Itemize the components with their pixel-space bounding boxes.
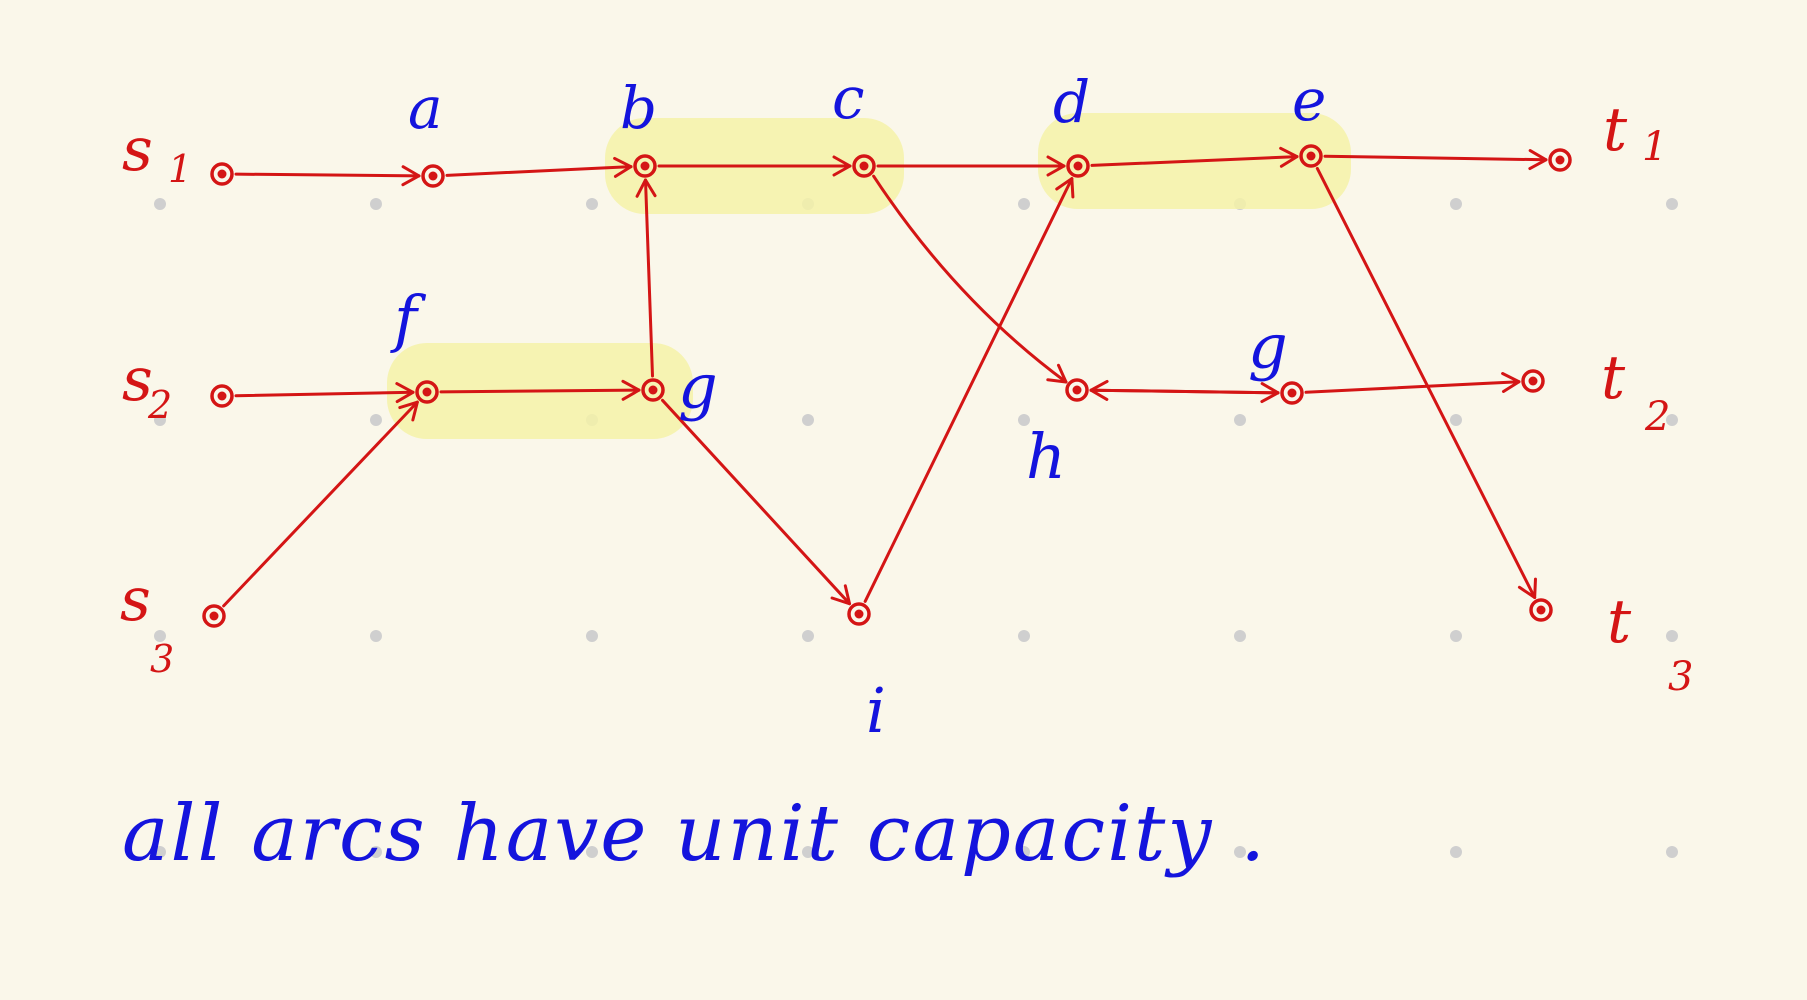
edge-layer <box>222 146 1548 608</box>
dot-grid <box>154 198 1678 858</box>
caption-text: all arcs have unit capacity . <box>122 789 1267 879</box>
source-subscript-s3: 3 <box>150 637 174 681</box>
edge-g2-h <box>1089 379 1280 401</box>
node-g2 <box>1280 381 1304 405</box>
node-label-d: d <box>1053 68 1090 136</box>
node-g1 <box>641 378 665 402</box>
node-d <box>1066 154 1090 178</box>
grid-dot <box>1234 414 1246 426</box>
node-s1 <box>210 162 234 186</box>
node-s2 <box>210 384 234 408</box>
node-layer <box>202 144 1572 628</box>
node-label-b: b <box>620 74 657 142</box>
edge-e-t1 <box>1323 149 1548 171</box>
node-b <box>633 154 657 178</box>
edge-i-d <box>863 177 1075 603</box>
node-c <box>852 154 876 178</box>
node-f <box>415 380 439 404</box>
node-t2 <box>1521 369 1545 393</box>
grid-dot <box>370 414 382 426</box>
edge-e-t3 <box>1315 166 1537 600</box>
grid-dot <box>1018 414 1030 426</box>
grid-dot <box>370 198 382 210</box>
grid-dot <box>1450 414 1462 426</box>
grid-dot <box>1450 846 1462 858</box>
node-t1 <box>1548 148 1572 172</box>
grid-dot <box>586 630 598 642</box>
grid-dot <box>154 846 166 858</box>
edge-f-g1 <box>439 379 641 401</box>
grid-dot <box>154 414 166 426</box>
node-h <box>1065 378 1089 402</box>
grid-dot <box>370 630 382 642</box>
grid-dot <box>1666 414 1678 426</box>
node-i <box>847 602 871 626</box>
node-label-e: e <box>1292 66 1326 134</box>
node-label-a: a <box>408 74 443 142</box>
node-s3 <box>202 604 226 628</box>
node-label-c: c <box>832 64 864 132</box>
grid-dot <box>586 198 598 210</box>
edge-a-b <box>445 156 633 178</box>
grid-dot <box>802 630 814 642</box>
grid-dot <box>1234 630 1246 642</box>
grid-dot <box>1666 630 1678 642</box>
sink-subscript-t2: 2 <box>1644 394 1670 440</box>
node-a <box>421 164 445 188</box>
source-label-s1: s <box>122 115 153 185</box>
source-subscript-s2: 2 <box>147 383 172 427</box>
edge-s2-f <box>234 382 415 404</box>
grid-dot <box>1666 846 1678 858</box>
grid-dot <box>154 630 166 642</box>
edge-s3-f <box>222 400 419 608</box>
grid-dot <box>1450 630 1462 642</box>
edge-c-h <box>872 174 1068 384</box>
edge-s1-a <box>234 165 421 187</box>
grid-dot <box>1234 846 1246 858</box>
grid-dot <box>370 846 382 858</box>
grid-dot <box>1666 198 1678 210</box>
node-e <box>1299 144 1323 168</box>
edge-g1-b <box>635 178 657 378</box>
grid-dot <box>1450 198 1462 210</box>
node-label-g2: g <box>1248 310 1288 383</box>
edge-d-e <box>1090 146 1299 168</box>
source-label-s3: s <box>120 565 151 635</box>
sink-label-t2: t <box>1601 343 1626 413</box>
node-t3 <box>1529 598 1553 622</box>
source-label-s2: s <box>122 345 153 415</box>
node-label-g1: g <box>678 350 718 423</box>
node-label-h: h <box>1026 420 1066 493</box>
grid-dot <box>586 846 598 858</box>
grid-dot <box>802 846 814 858</box>
sink-subscript-t3: 3 <box>1668 654 1693 700</box>
source-subscript-s1: 1 <box>168 147 192 191</box>
grid-dot <box>1018 846 1030 858</box>
sink-label-t1: t <box>1603 95 1628 165</box>
grid-dot <box>1018 630 1030 642</box>
grid-dot <box>802 414 814 426</box>
grid-dot <box>1018 198 1030 210</box>
grid-dot <box>154 198 166 210</box>
node-label-i: i <box>866 674 886 747</box>
sink-label-t3: t <box>1607 587 1632 657</box>
sink-subscript-t1: 1 <box>1642 124 1667 170</box>
edge-g2-t2 <box>1304 372 1521 394</box>
edge-g1-i <box>660 398 852 606</box>
